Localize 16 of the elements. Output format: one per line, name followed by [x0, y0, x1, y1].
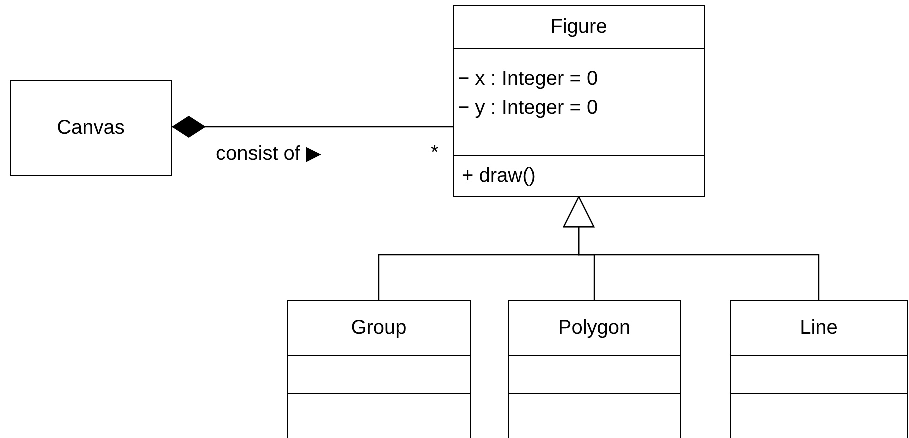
class-name: Canvas	[57, 116, 125, 141]
class-box	[10, 80, 172, 176]
attribute-text: − x : Integer = 0	[458, 67, 598, 92]
attribute-text: − y : Integer = 0	[458, 96, 598, 121]
inheritance-arrow	[563, 196, 820, 300]
operation-text: + draw()	[462, 164, 536, 189]
class-box	[730, 300, 908, 438]
class-name: Line	[800, 316, 838, 341]
class-box	[508, 300, 681, 438]
class-box	[287, 300, 471, 438]
class-name: Polygon	[558, 316, 631, 341]
class-name: Group	[351, 316, 407, 341]
class-name: Figure	[550, 15, 608, 40]
class-box	[453, 5, 705, 197]
multiplicity-label: *	[431, 141, 439, 166]
composition-line	[172, 116, 453, 138]
